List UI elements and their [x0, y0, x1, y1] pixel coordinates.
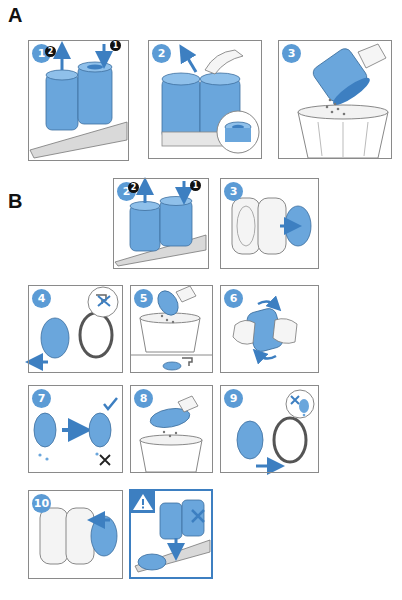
step-number: 4	[32, 289, 51, 308]
filter-reinsert	[237, 390, 314, 466]
step-panel: 7	[28, 385, 123, 473]
step-number: 2	[152, 44, 171, 63]
step-panel: 5	[130, 285, 213, 373]
section-letter: B	[8, 190, 22, 212]
empty-into-bin	[298, 44, 388, 158]
step-number: 3	[282, 44, 301, 63]
step-number: 5	[134, 289, 153, 308]
step-number: 6	[224, 289, 243, 308]
vacuum-container-release	[115, 181, 206, 266]
sub-step-marker: 2	[45, 46, 56, 57]
step-number: 7	[32, 389, 51, 408]
twist-filter	[233, 301, 297, 358]
step-panel: 1	[28, 40, 129, 161]
step-panel: 10	[28, 490, 123, 579]
sub-step-marker: 1	[190, 180, 201, 191]
step-panel: 8	[130, 385, 213, 473]
filter-dry-check	[34, 398, 117, 465]
step-number: 9	[224, 389, 243, 408]
vacuum-container-release	[30, 44, 127, 158]
step-panel: 3	[220, 178, 319, 269]
step-panel: 6	[220, 285, 319, 373]
sub-step-marker: 2	[128, 182, 139, 193]
sub-step-marker: 1	[110, 40, 121, 51]
container-with-filter	[40, 508, 117, 564]
container-lift	[162, 50, 259, 153]
step-number: 10	[32, 494, 51, 513]
filter-over-bin	[140, 396, 202, 472]
section-letter: A	[8, 4, 22, 26]
step-number: 8	[134, 389, 153, 408]
step-panel: 2	[113, 178, 209, 269]
step-panel: 3	[278, 40, 392, 159]
warning-panel	[130, 490, 212, 578]
step-panel: 9	[220, 385, 319, 473]
step-panel: 4	[28, 285, 123, 373]
step-number: 3	[224, 182, 243, 201]
tap-filter-over-bin	[130, 286, 212, 370]
step-panel: 2	[148, 40, 262, 159]
filter-removal	[232, 198, 311, 254]
